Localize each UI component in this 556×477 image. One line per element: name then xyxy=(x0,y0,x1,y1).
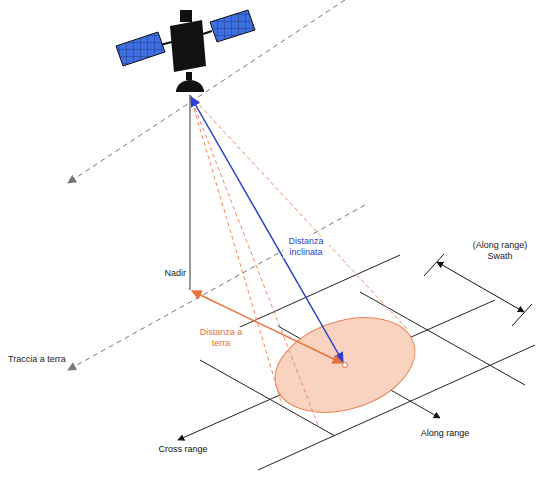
ground-track-label: Traccia a terra xyxy=(8,354,88,365)
swath-label: (Along range) Swath xyxy=(462,240,538,262)
beam-cone xyxy=(190,95,408,425)
ground-range-label: Distanza a terra xyxy=(198,327,244,349)
ground-range-arrow xyxy=(192,291,342,363)
footprint-ellipse xyxy=(263,301,427,429)
target-point xyxy=(343,363,348,368)
orbit-line xyxy=(68,0,345,183)
slant-range-label: Distanza inclinata xyxy=(283,236,329,258)
cross-range-label: Cross range xyxy=(148,444,218,455)
along-range-label: Along range xyxy=(410,428,480,439)
nadir-line xyxy=(190,95,191,290)
nadir-label: Nadir xyxy=(150,268,186,279)
swath-dimension xyxy=(424,254,532,326)
satellite xyxy=(116,10,255,92)
slant-range-arrow xyxy=(191,97,343,362)
ground-grid xyxy=(178,255,535,470)
